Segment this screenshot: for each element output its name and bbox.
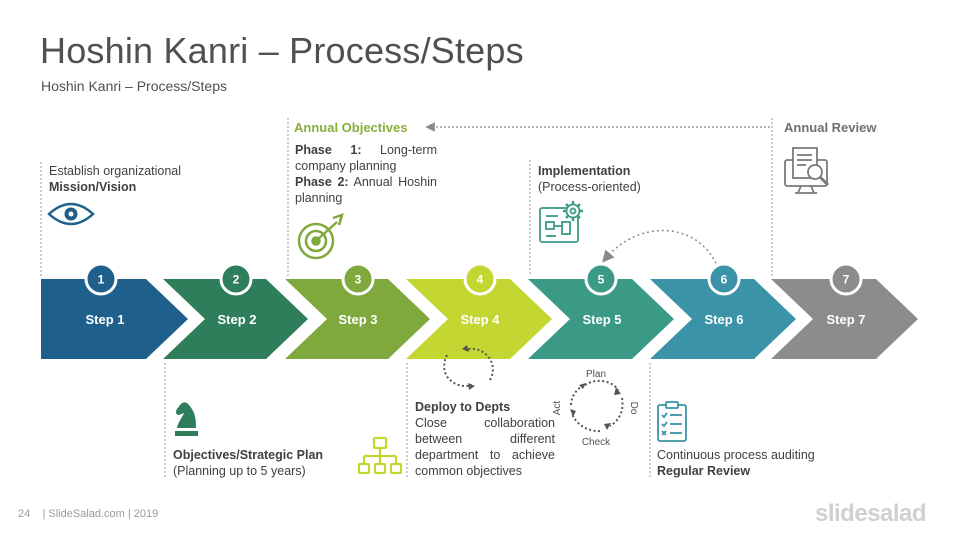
circle-step4 <box>463 262 497 296</box>
step4-number: 4 <box>477 273 484 287</box>
chevron-step7 <box>771 279 918 359</box>
step6-note: Continuous process auditing Regular Revi… <box>657 447 847 479</box>
chess-knight-icon <box>175 402 198 436</box>
step1-number: 1 <box>98 273 105 287</box>
step-chevrons <box>41 279 918 359</box>
step1-note: Establish organizational Mission/Vision <box>49 163 219 195</box>
pdca-check-label: Check <box>582 437 611 448</box>
step5-number: 5 <box>598 273 605 287</box>
cycle-arrowhead-2 <box>462 345 469 352</box>
circle-step3 <box>341 262 375 296</box>
cycle-icon <box>443 347 494 387</box>
step3-label: Step 3 <box>338 312 377 327</box>
step5-label: Step 5 <box>582 312 621 327</box>
circle-step5 <box>584 262 618 296</box>
pdca-arrowheads <box>570 383 621 430</box>
cycle-arrowhead-1 <box>468 383 475 390</box>
target-icon <box>297 213 344 260</box>
implementation-body: (Process-oriented) <box>538 180 641 194</box>
phase1-label: Phase 1: <box>295 143 362 157</box>
annual-review-heading: Annual Review <box>784 120 877 135</box>
step2-label: Step 2 <box>217 312 256 327</box>
step7-number: 7 <box>843 273 850 287</box>
phase2-text: Annual Hoshin planning <box>295 175 437 205</box>
pdca-do-label: Do <box>628 402 639 415</box>
footer-text: | SlideSalad.com | 2019 <box>42 508 159 520</box>
page-number: 24 <box>18 508 31 520</box>
checklist-icon <box>657 401 687 442</box>
step1-note-line2: Mission/Vision <box>49 180 137 194</box>
dotted-connectors <box>40 118 773 478</box>
review-line2: Regular Review <box>657 464 751 478</box>
annual-objectives-heading: Annual Objectives <box>294 120 408 135</box>
step3-note: Phase 1: Long-term company planning Phas… <box>295 142 437 206</box>
step1-label: Step 1 <box>85 312 124 327</box>
org-chart-icon <box>357 436 403 475</box>
step7-label: Step 7 <box>826 312 865 327</box>
chevron-step5 <box>528 279 674 359</box>
pdca-plan-label: Plan <box>586 369 606 380</box>
objectives-heading: Objectives/Strategic Plan <box>173 448 324 462</box>
chevron-step6 <box>650 279 796 359</box>
blueprint-gear-icon <box>539 201 583 243</box>
step-number-circles <box>84 262 863 296</box>
page-title: Hoshin Kanri – Process/Steps <box>40 30 524 71</box>
deploy-body: Close collaboration between different de… <box>415 416 555 478</box>
circle-step1 <box>84 262 118 296</box>
implementation-heading: Implementation <box>538 164 631 178</box>
deploy-heading: Deploy to Depts <box>415 400 511 414</box>
page-subtitle: Hoshin Kanri – Process/Steps <box>41 78 227 94</box>
phase2-label: Phase 2: <box>295 175 349 189</box>
chevron-step2 <box>163 279 308 359</box>
review-magnifier-icon <box>784 147 830 194</box>
objectives-body: (Planning up to 5 years) <box>173 464 306 478</box>
step2-number: 2 <box>233 273 240 287</box>
phase1-text: Long-term company planning <box>295 143 437 173</box>
step3-number: 3 <box>355 273 362 287</box>
step5-note: Implementation (Process-oriented) <box>538 163 698 195</box>
footer: 24 | SlideSalad.com | 2019 <box>18 508 158 520</box>
step6-label: Step 6 <box>704 312 743 327</box>
review-line1: Continuous process auditing <box>657 448 815 462</box>
pdca-cycle <box>570 379 624 433</box>
cycle-arrow <box>602 229 719 269</box>
step4-label: Step 4 <box>460 312 500 327</box>
step1-note-line1: Establish organizational <box>49 164 182 178</box>
chevron-step1 <box>41 279 188 359</box>
circle-step7 <box>829 262 863 296</box>
chevron-step3 <box>285 279 430 359</box>
chevron-step4 <box>406 279 552 359</box>
eye-icon <box>47 202 95 226</box>
circle-step2 <box>219 262 253 296</box>
circle-step6 <box>707 262 741 296</box>
step6-number: 6 <box>721 273 728 287</box>
step4-note: Deploy to Depts Close collaboration betw… <box>415 399 555 479</box>
pdca-act-label: Act <box>552 401 563 416</box>
step2-note: Objectives/Strategic Plan (Planning up t… <box>173 447 353 479</box>
brand-logo: slidesalad <box>815 500 927 527</box>
